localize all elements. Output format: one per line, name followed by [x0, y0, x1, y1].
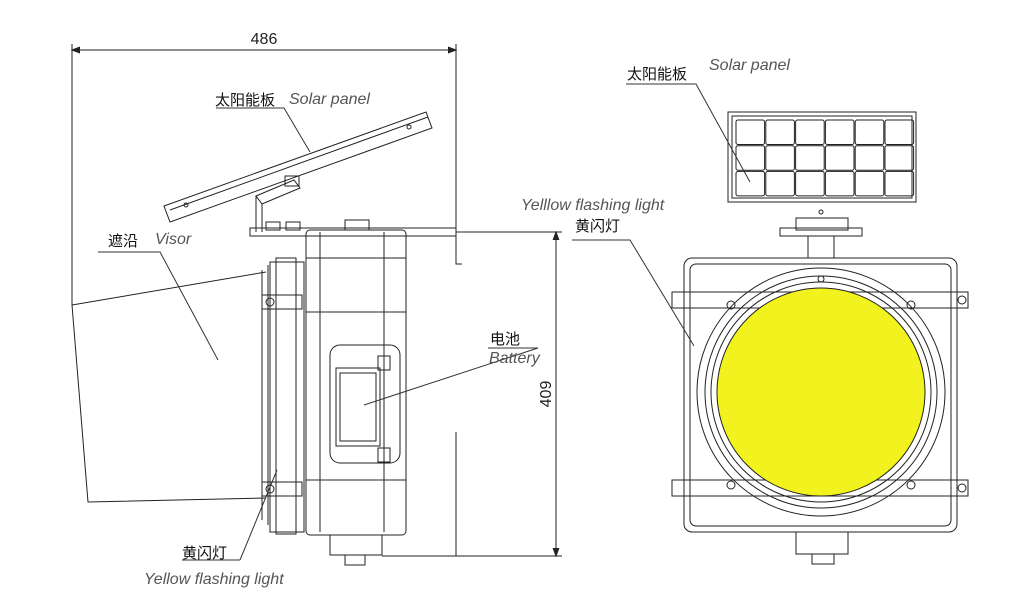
solar-cell	[735, 145, 766, 171]
height-dimension	[456, 230, 562, 558]
side-lamp-housing	[261, 257, 305, 535]
side-battery	[329, 344, 401, 464]
solar-cell	[824, 119, 855, 145]
front-visor-ring	[696, 267, 946, 517]
side-solar-panel-en: Solar panel	[289, 91, 370, 108]
front-light-cn: 黄闪灯	[575, 217, 621, 235]
solar-cell	[854, 170, 885, 197]
width-value: 486	[251, 31, 278, 48]
solar-cell	[854, 145, 885, 171]
visor-cn: 遮沿	[108, 232, 139, 250]
visor-en: Visor	[155, 231, 192, 248]
side-light-en: Yellow flashing light	[144, 571, 284, 588]
front-light-en: Yelllow flashing light	[521, 197, 665, 214]
solar-cell	[795, 170, 825, 197]
solar-cell	[765, 170, 795, 197]
side-top-bar	[249, 227, 457, 237]
solar-cell	[824, 145, 855, 171]
side-light-cn: 黄闪灯	[182, 544, 228, 562]
solar-cell	[795, 119, 825, 145]
side-solar-panel-cn: 太阳能板	[215, 91, 276, 109]
width-dimension	[70, 44, 458, 305]
solar-cell	[795, 145, 825, 171]
solar-cell	[735, 170, 766, 197]
solar-cell	[765, 145, 795, 171]
side-main-body	[305, 229, 407, 566]
solar-cell	[824, 170, 855, 197]
battery-cn: 电池	[490, 330, 521, 348]
yellow-lamp-lens	[716, 287, 926, 497]
solar-cell	[884, 119, 915, 145]
front-solar-panel-en: Solar panel	[709, 57, 790, 74]
solar-cell	[884, 145, 915, 171]
solar-cell	[735, 119, 766, 145]
side-visor	[71, 271, 267, 503]
leader-lines	[98, 83, 751, 561]
solar-cell	[765, 119, 795, 145]
side-view	[71, 111, 462, 566]
solar-cell	[854, 119, 885, 145]
height-value: 409	[538, 381, 555, 408]
solar-cell	[884, 170, 915, 197]
battery-en: Battery	[489, 350, 540, 367]
side-solar-panel	[163, 111, 433, 232]
front-view	[671, 111, 969, 565]
front-solar-panel	[727, 111, 917, 259]
front-solar-panel-cn: 太阳能板	[627, 65, 688, 83]
